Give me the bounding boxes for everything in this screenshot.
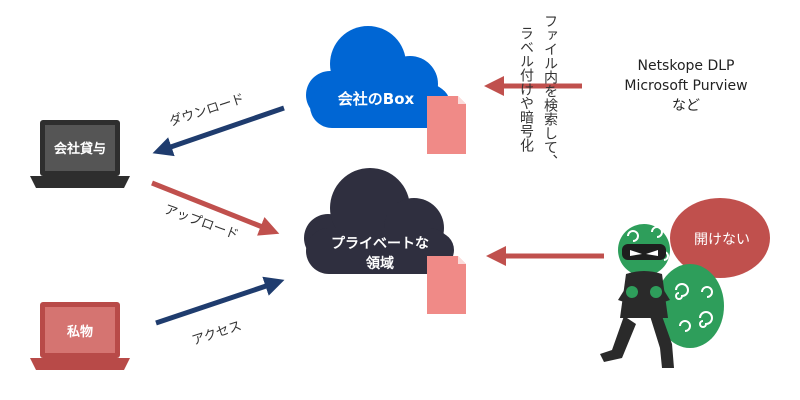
private-laptop: 私物 (30, 302, 130, 370)
tools-line3: など (672, 98, 700, 114)
download-arrow (152, 105, 285, 157)
private-cloud: プライベートな 領域 (304, 168, 454, 274)
tools-line1: Netskope DLP (637, 58, 734, 74)
laptop-icon (30, 302, 130, 370)
company-laptop-label: 会社貸与 (54, 141, 106, 157)
access-label: アクセス (190, 319, 243, 349)
upload-label: アップロード (162, 202, 240, 243)
cloud-icon (304, 168, 454, 274)
thief-icon (600, 224, 724, 368)
thief-bubble-text: 開けない (694, 232, 750, 248)
upload-arrow (151, 180, 280, 236)
scan-text-line2: ラベル付けや暗号化 (518, 26, 534, 153)
scan-text-line1: ファイル内を検索して、 (542, 14, 558, 168)
laptop-icon (30, 120, 130, 188)
private-laptop-label: 私物 (67, 324, 93, 340)
access-arrow (155, 276, 285, 326)
company-cloud-label: 会社のBox (338, 90, 415, 108)
document-icon (427, 256, 466, 314)
company-laptop: 会社貸与 (30, 120, 130, 188)
speech-bubble: 開けない (670, 198, 770, 296)
tools-line2: Microsoft Purview (624, 78, 747, 94)
document-icon (427, 96, 466, 154)
private-cloud-label-line2: 領域 (366, 255, 394, 272)
private-cloud-label-line1: プライベートな (331, 236, 429, 252)
